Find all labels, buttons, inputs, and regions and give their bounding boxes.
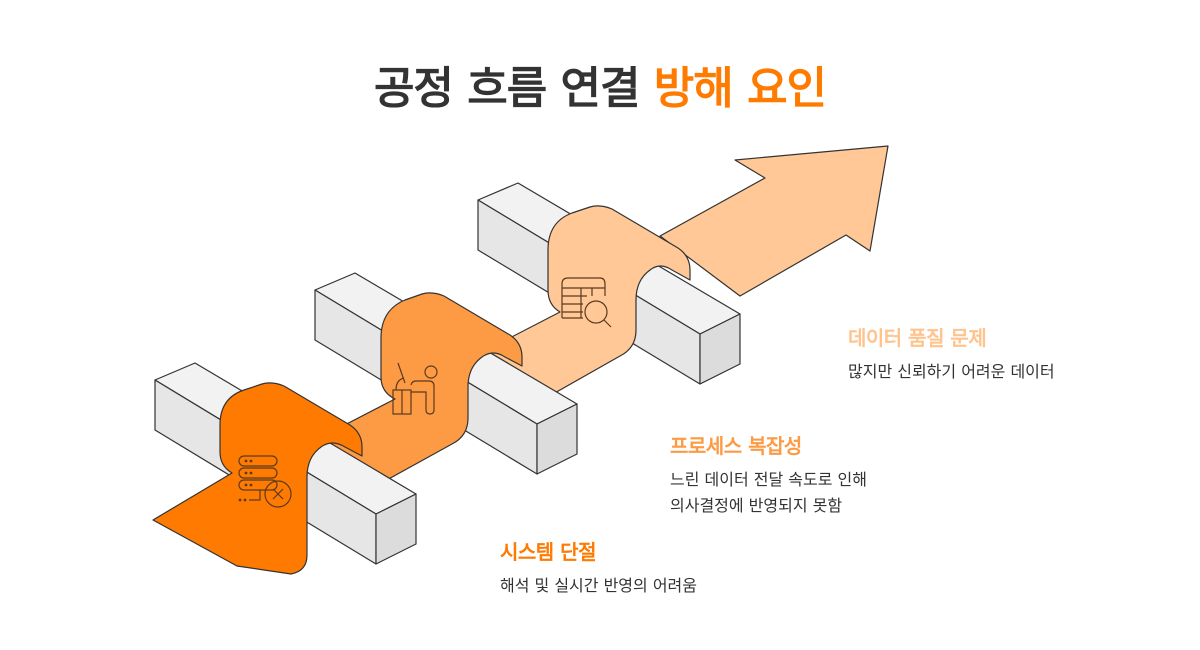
step-1-description: 해석 및 실시간 반영의 어려움 [500, 573, 697, 599]
progress-arrow [659, 145, 889, 297]
title-main: 공정 흐름 연결 [373, 63, 641, 114]
step-2-desc-line-2: 의사결정에 반영되지 못함 [670, 496, 843, 515]
step-2-description: 느린 데이터 전달 속도로 인해 의사결정에 반영되지 못함 [670, 467, 867, 519]
step-2-heading: 프로세스 복잡성 [670, 434, 802, 458]
title-accent: 방해 요인 [653, 63, 827, 114]
table-search-icon [561, 277, 612, 328]
step-3-heading: 데이터 품질 문제 [848, 326, 987, 350]
person-at-desk-icon [392, 362, 438, 415]
step-1-heading: 시스템 단절 [500, 540, 596, 564]
ribbon-step-3 [469, 205, 691, 408]
server-error-icon [238, 455, 292, 508]
step-1-label: 시스템 단절 해석 및 실시간 반영의 어려움 [500, 536, 697, 599]
step-1-desc-line-1: 해석 및 실시간 반영의 어려움 [500, 576, 697, 595]
step-3-description: 많지만 신뢰하기 어려운 데이터 [848, 359, 1055, 385]
step-3-desc-line-1: 많지만 신뢰하기 어려운 데이터 [848, 362, 1055, 381]
step-3-label: 데이터 품질 문제 많지만 신뢰하기 어려운 데이터 [848, 322, 1055, 385]
step-2-label: 프로세스 복잡성 느린 데이터 전달 속도로 인해 의사결정에 반영되지 못함 [670, 430, 867, 519]
page-title: 공정 흐름 연결 방해 요인 [0, 52, 1200, 116]
step-2-desc-line-1: 느린 데이터 전달 속도로 인해 [670, 470, 867, 489]
